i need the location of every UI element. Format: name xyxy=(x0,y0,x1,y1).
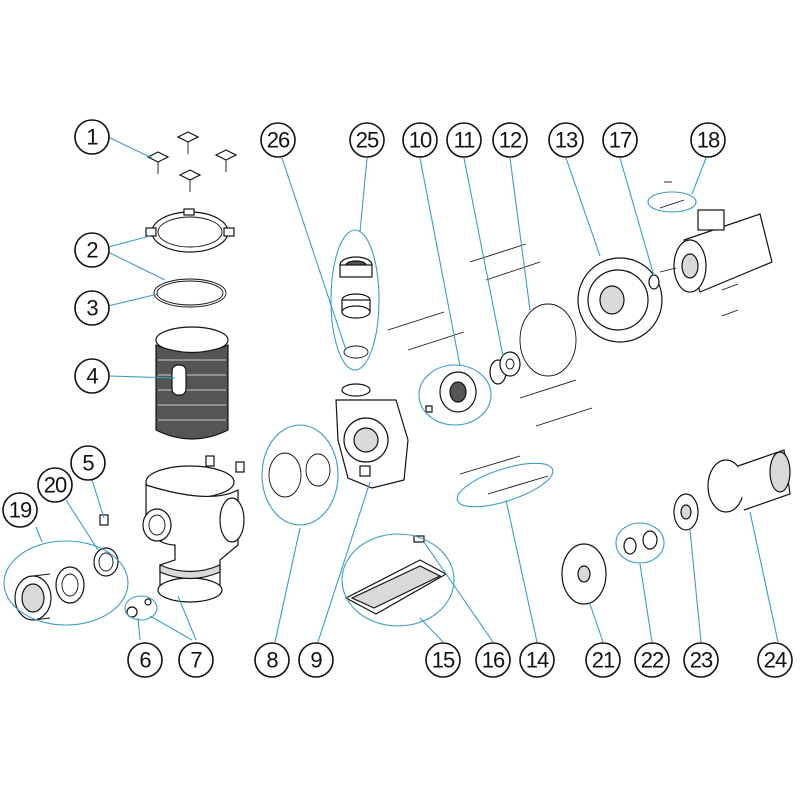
callout-21: 21 xyxy=(585,642,621,678)
callout-13: 13 xyxy=(548,122,584,158)
part-21-back-plate xyxy=(561,543,607,605)
callout-25-label: 25 xyxy=(356,128,379,153)
callout-9: 9 xyxy=(298,642,334,678)
part-3-lid-oring xyxy=(153,278,227,308)
callout-15: 15 xyxy=(425,642,461,678)
callout-22: 22 xyxy=(634,642,670,678)
callout-14: 14 xyxy=(519,642,555,678)
callout-23-label: 23 xyxy=(690,648,713,673)
callout-4: 4 xyxy=(74,358,110,394)
callout-7-label: 7 xyxy=(190,648,202,673)
callout-1: 1 xyxy=(74,119,110,155)
callout-21-label: 21 xyxy=(592,648,615,673)
callout-7: 7 xyxy=(178,642,214,678)
callout-12: 12 xyxy=(492,122,528,158)
callout-24-label: 24 xyxy=(764,648,787,673)
part-2-lid xyxy=(145,208,235,253)
callout-13-label: 13 xyxy=(555,128,578,153)
callout-26-label: 26 xyxy=(267,128,290,153)
part-23-fan-hub xyxy=(673,493,699,531)
callout-18-label: 18 xyxy=(697,128,720,153)
callout-1-label: 1 xyxy=(86,125,98,150)
callout-2: 2 xyxy=(74,232,110,268)
part-4-strainer-basket xyxy=(155,326,229,440)
callout-8: 8 xyxy=(254,642,290,678)
part-5-pin xyxy=(99,514,109,526)
part-24-fan-cover xyxy=(707,449,791,513)
callout-2-label: 2 xyxy=(86,238,98,263)
part-1-cover-knobs xyxy=(146,131,238,192)
callout-3-label: 3 xyxy=(86,296,98,321)
leader-lines xyxy=(3,136,779,643)
callout-16: 16 xyxy=(475,642,511,678)
callout-19: 19 xyxy=(2,492,38,528)
callout-15-label: 15 xyxy=(432,648,455,673)
callout-26: 26 xyxy=(260,122,296,158)
callout-10-label: 10 xyxy=(409,128,432,153)
callout-10: 10 xyxy=(402,122,438,158)
callout-5: 5 xyxy=(70,445,106,481)
callout-6: 6 xyxy=(127,642,163,678)
callout-25: 25 xyxy=(349,122,385,158)
callout-14-label: 14 xyxy=(526,648,549,673)
part-6-drain-plug xyxy=(126,598,152,618)
callout-19-label: 19 xyxy=(9,498,32,523)
callout-3: 3 xyxy=(74,290,110,326)
callout-4-label: 4 xyxy=(86,364,98,389)
part-13-motor-bracket xyxy=(577,257,663,343)
part-22-bearing-bushes xyxy=(623,530,658,555)
part-7-prefilter-housing xyxy=(142,455,245,603)
part-8-diffuser-oring xyxy=(268,452,331,498)
part-15-pump-base xyxy=(344,559,448,615)
callout-5-label: 5 xyxy=(82,451,94,476)
part-17-shaft-seal xyxy=(648,274,660,290)
callout-20: 20 xyxy=(37,467,73,503)
part-9-pump-casing xyxy=(335,383,409,489)
part-20-union-tail xyxy=(55,547,119,604)
part-12-seal-oring xyxy=(519,303,577,377)
callout-17: 17 xyxy=(602,122,638,158)
callout-9-label: 9 xyxy=(310,648,322,673)
callout-24: 24 xyxy=(757,642,793,678)
callout-8-label: 8 xyxy=(266,648,278,673)
part-25-union-set xyxy=(339,256,373,359)
part-19-union-nut xyxy=(14,573,52,621)
callout-22-label: 22 xyxy=(641,648,664,673)
callout-12-label: 12 xyxy=(499,128,522,153)
callout-11-label: 11 xyxy=(454,128,476,153)
callout-16-label: 16 xyxy=(482,648,505,673)
part-18-motor xyxy=(659,181,773,317)
callout-23: 23 xyxy=(683,642,719,678)
callout-20-label: 20 xyxy=(44,473,67,498)
callout-18: 18 xyxy=(690,122,726,158)
tie-rods xyxy=(387,243,593,495)
callout-17-label: 17 xyxy=(609,128,632,153)
callout-11: 11 xyxy=(446,122,482,158)
part-11-mechanical-seal xyxy=(489,351,521,385)
part-10-impeller xyxy=(425,371,477,413)
callout-6-label: 6 xyxy=(139,648,151,673)
